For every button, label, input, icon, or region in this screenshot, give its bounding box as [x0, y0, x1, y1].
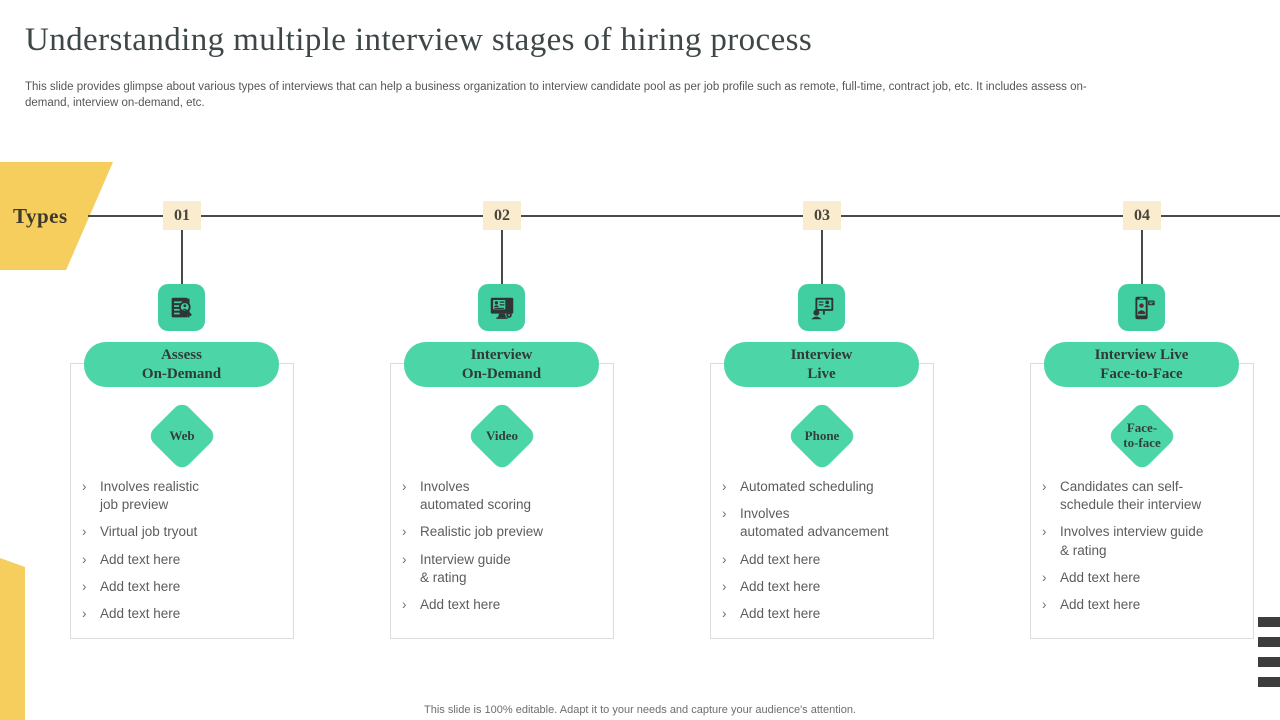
- bullet-chevron: ›: [82, 524, 87, 540]
- bullet-chevron: ›: [722, 506, 727, 522]
- stage-bullet-list: ›Automated scheduling ›Involves automate…: [722, 478, 926, 632]
- list-item: ›Add text here: [402, 596, 606, 614]
- mode-label: Face- to-face: [1123, 420, 1161, 450]
- stage-title-pill: Interview Live Face-to-Face: [1044, 342, 1239, 387]
- stage-number-badge: 02: [483, 201, 521, 230]
- decoration-bar: [1258, 637, 1280, 647]
- editable-note: This slide is 100% editable. Adapt it to…: [424, 704, 856, 716]
- page-title: Understanding multiple interview stages …: [25, 22, 813, 58]
- stage-connector: [1141, 230, 1143, 285]
- bullet-chevron: ›: [722, 551, 727, 567]
- stage-bullet-list: ›Involves automated scoring ›Realistic j…: [402, 478, 606, 623]
- bullet-chevron: ›: [402, 479, 407, 494]
- list-item: ›Add text here: [1042, 569, 1246, 587]
- stage-column-2: 02 Interview On-Demand: [388, 0, 616, 720]
- stage-column-3: 03 Interview Live Phone ›Autom: [708, 0, 936, 720]
- stage-title-pill: Interview On-Demand: [404, 342, 599, 387]
- slide-description: This slide provides glimpse about variou…: [25, 81, 1087, 110]
- stage-icon-box: [478, 284, 525, 331]
- stage-column-1: 01 Assess On-Demand Web: [68, 0, 296, 720]
- list-item: ›Add text here: [722, 605, 926, 623]
- list-item: ›Involves automated scoring: [402, 478, 606, 514]
- list-item: ›Interview guide & rating: [402, 551, 606, 587]
- stage-bullet-list: ›Involves realistic job preview ›Virtual…: [82, 478, 286, 632]
- bullet-chevron: ›: [402, 551, 407, 567]
- stage-number-badge: 04: [1123, 201, 1161, 230]
- stage-title-pill: Interview Live: [724, 342, 919, 387]
- bullet-chevron: ›: [82, 551, 87, 567]
- bullet-chevron: ›: [1042, 479, 1047, 494]
- list-item: ›Involves interview guide & rating: [1042, 523, 1246, 559]
- bullet-chevron: ›: [1042, 524, 1047, 540]
- bullet-chevron: ›: [1042, 597, 1047, 613]
- phone-video-call-icon: [1127, 293, 1157, 323]
- stage-icon-box: [798, 284, 845, 331]
- list-item: ›Add text here: [722, 578, 926, 596]
- bullet-chevron: ›: [82, 479, 87, 494]
- stage-connector: [821, 230, 823, 285]
- mode-label: Web: [169, 427, 195, 443]
- stage-title-pill: Assess On-Demand: [84, 342, 279, 387]
- stage-icon-box: [158, 284, 205, 331]
- list-item: ›Involves automated advancement: [722, 505, 926, 541]
- corner-accent-shape: [0, 558, 25, 720]
- decoration-bar: [1258, 677, 1280, 687]
- mode-label: Video: [485, 427, 519, 443]
- decoration-bar: [1258, 657, 1280, 667]
- bullet-chevron: ›: [82, 578, 87, 594]
- list-item: ›Add text here: [1042, 596, 1246, 614]
- corner-bars-decoration: [1258, 617, 1280, 697]
- list-item: ›Add text here: [82, 551, 286, 569]
- screen-presenter-icon: [807, 293, 837, 323]
- stage-number-badge: 03: [803, 201, 841, 230]
- bullet-chevron: ›: [402, 524, 407, 540]
- stage-icon-box: [1118, 284, 1165, 331]
- monitor-resume-icon: [487, 293, 517, 323]
- list-item: ›Automated scheduling: [722, 478, 926, 496]
- bullet-chevron: ›: [722, 606, 727, 622]
- list-item: ›Realistic job preview: [402, 523, 606, 541]
- stage-column-4: 04 Interview Live Face-to-Face Face- to-…: [1028, 0, 1256, 720]
- stage-bullet-list: ›Candidates can self- schedule their int…: [1042, 478, 1246, 623]
- list-item: ›Candidates can self- schedule their int…: [1042, 478, 1246, 514]
- types-label: Types: [13, 204, 68, 228]
- timeline-line: [88, 215, 1280, 217]
- mode-label: Phone: [804, 427, 840, 443]
- stage-number-badge: 01: [163, 201, 201, 230]
- bullet-chevron: ›: [82, 606, 87, 622]
- stage-connector: [181, 230, 183, 285]
- list-item: ›Add text here: [82, 605, 286, 623]
- decoration-bar: [1258, 617, 1280, 627]
- bullet-chevron: ›: [722, 578, 727, 594]
- list-item: ›Virtual job tryout: [82, 523, 286, 541]
- document-search-icon: [167, 293, 197, 323]
- bullet-chevron: ›: [1042, 569, 1047, 585]
- list-item: ›Add text here: [82, 578, 286, 596]
- bullet-chevron: ›: [402, 597, 407, 613]
- list-item: ›Involves realistic job preview: [82, 478, 286, 514]
- stage-connector: [501, 230, 503, 285]
- bullet-chevron: ›: [722, 479, 727, 494]
- list-item: ›Add text here: [722, 551, 926, 569]
